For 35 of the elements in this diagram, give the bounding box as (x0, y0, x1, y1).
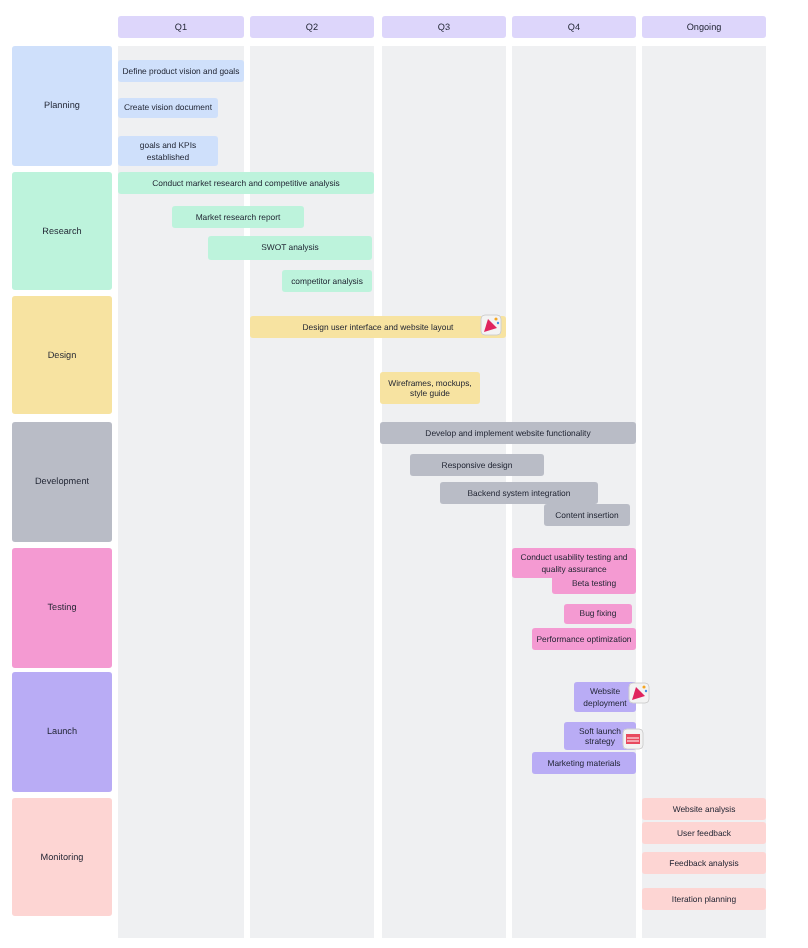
task-bar (118, 172, 374, 194)
column-header (512, 16, 636, 38)
lane-header (12, 672, 112, 792)
task-bar (532, 628, 636, 650)
task-bar (642, 852, 766, 874)
task-bar (250, 316, 506, 338)
lane-header (12, 46, 112, 166)
task-bar (410, 454, 544, 476)
column-header (118, 16, 244, 38)
task-bar (642, 798, 766, 820)
column-header (382, 16, 506, 38)
lane-header (12, 798, 112, 916)
task-bar (512, 548, 636, 578)
task-bar (564, 604, 632, 624)
task-bar (118, 60, 244, 82)
task-bar (574, 682, 636, 712)
lane-header (12, 422, 112, 542)
task-bar (172, 206, 304, 228)
task-bar (380, 422, 636, 444)
task-bar (380, 372, 480, 404)
column-header (250, 16, 374, 38)
task-bar (440, 482, 598, 504)
task-bar (642, 822, 766, 844)
task-bar (552, 574, 636, 594)
task-bar (118, 136, 218, 166)
task-bar (544, 504, 630, 526)
task-bar (282, 270, 372, 292)
task-bar (532, 752, 636, 774)
task-bar (642, 888, 766, 910)
task-bar (208, 236, 372, 260)
lane-header (12, 172, 112, 290)
lane-header (12, 296, 112, 414)
column-header (642, 16, 766, 38)
lane-header (12, 548, 112, 668)
task-bar (118, 98, 218, 118)
